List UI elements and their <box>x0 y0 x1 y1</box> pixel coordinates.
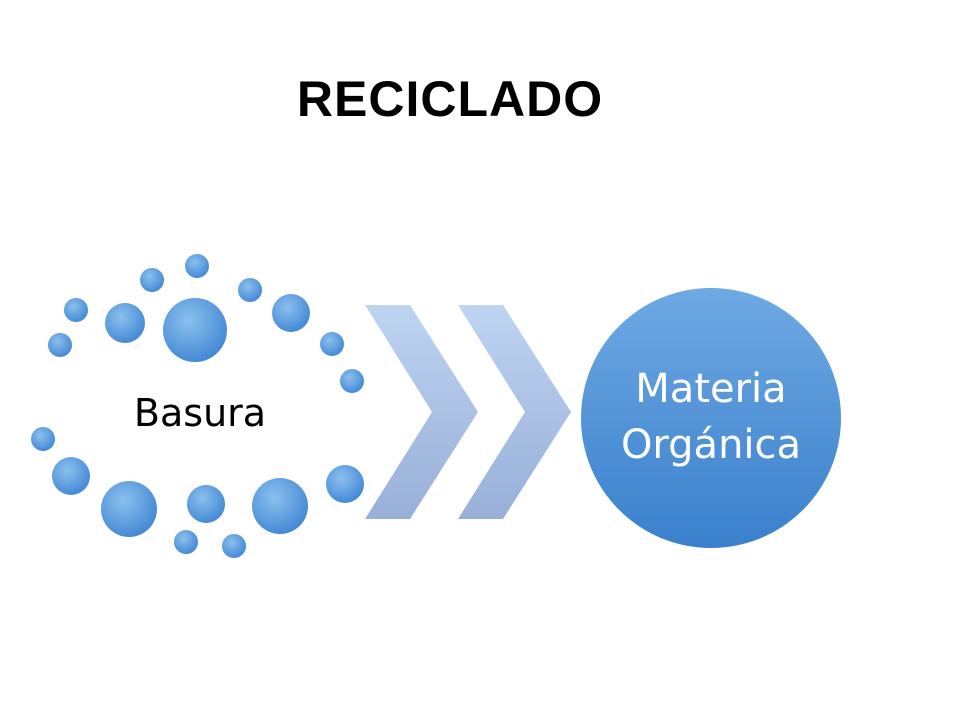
dot <box>105 303 145 343</box>
dot <box>64 298 88 322</box>
dot <box>222 534 246 558</box>
dot <box>238 278 262 302</box>
dot <box>52 457 90 495</box>
dot <box>140 268 164 292</box>
chevron-left <box>365 305 478 519</box>
dot <box>185 254 209 278</box>
dot <box>187 485 225 523</box>
target-circle <box>581 288 841 548</box>
target-label-line1: Materia <box>635 366 786 412</box>
dot <box>101 481 157 537</box>
dot <box>31 427 55 451</box>
dot <box>174 530 198 554</box>
dot <box>326 465 364 503</box>
dot <box>340 369 364 393</box>
target-label-line2: Orgánica <box>621 422 801 468</box>
dot <box>320 332 344 356</box>
dot <box>272 294 310 332</box>
slide-title: RECICLADO <box>296 71 604 127</box>
source-dots-ring <box>31 254 364 558</box>
arrow-chevrons <box>365 305 571 519</box>
chevron-right <box>458 305 571 519</box>
dot <box>48 333 72 357</box>
source-label: Basura <box>134 391 266 435</box>
dot <box>252 478 308 534</box>
dot <box>163 298 227 362</box>
